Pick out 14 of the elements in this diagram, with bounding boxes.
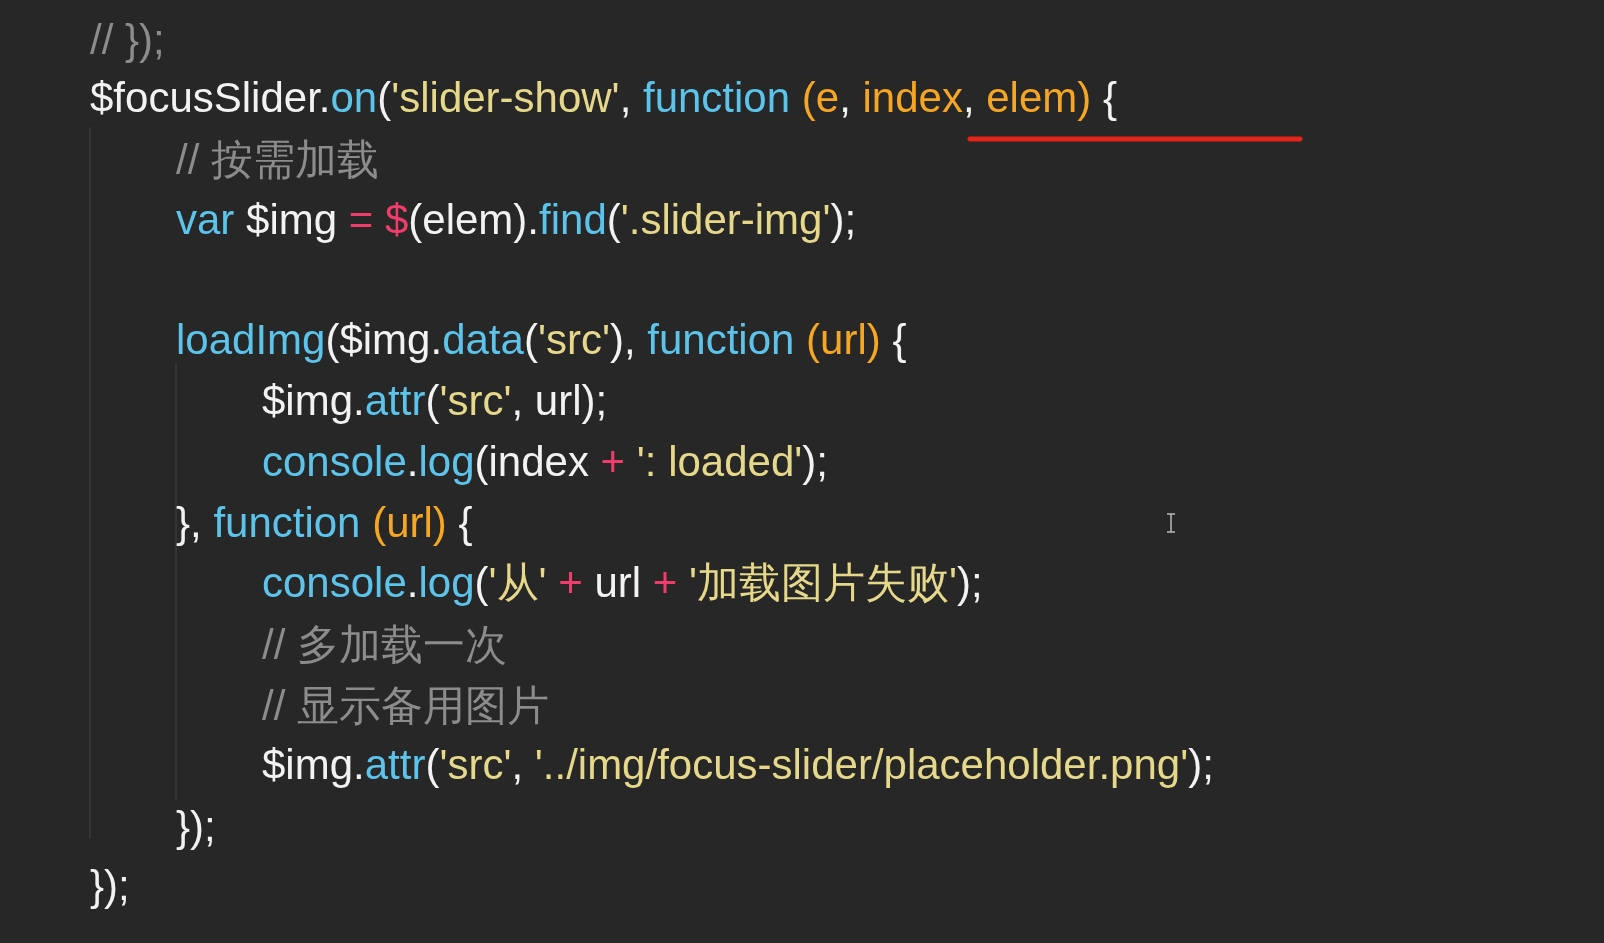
code-line: });: [176, 802, 216, 852]
code-line: var $img = $(elem).find('.slider-img');: [176, 195, 857, 245]
code-line: }, function (url) {: [176, 498, 473, 548]
code-line: $img.attr('src', '../img/focus-slider/placeholder.png');: [262, 740, 1214, 790]
code-line: console.log(index + ': loaded');: [262, 437, 828, 487]
code-line: loadImg($img.data('src'), function (url) {: [176, 315, 907, 365]
code-line: console.log('从' + url + '加载图片失败');: [262, 558, 983, 608]
code-line: });: [90, 861, 130, 911]
code-comment: // 按需加载: [176, 135, 379, 185]
code-line: $focusSlider.on('slider-show', function (e, index, elem) {: [90, 73, 1117, 123]
code-comment: // });: [90, 15, 165, 65]
code-line: $img.attr('src', url);: [262, 376, 608, 426]
code-comment: // 显示备用图片: [262, 681, 549, 731]
code-comment: // 多加载一次: [262, 620, 507, 670]
